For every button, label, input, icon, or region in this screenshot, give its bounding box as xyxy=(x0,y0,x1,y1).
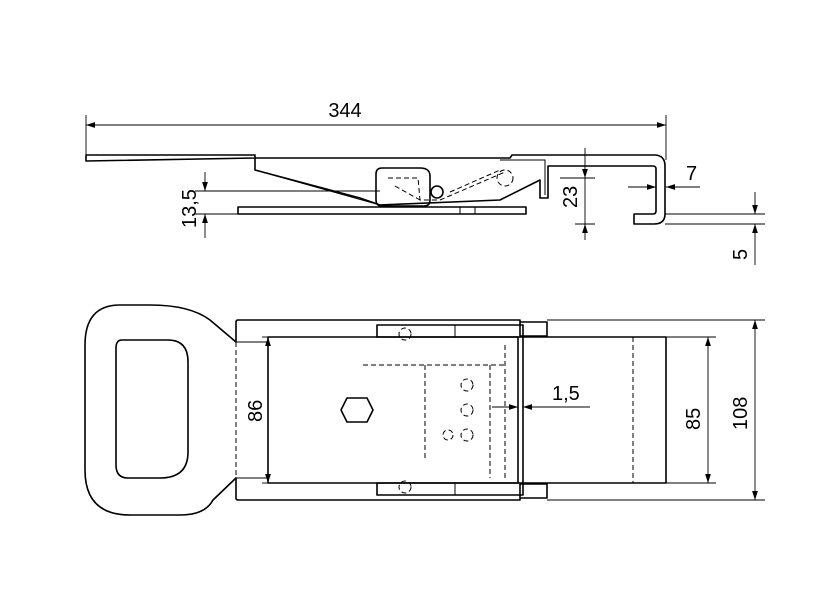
lever-plate xyxy=(267,336,519,484)
dim-overall-length: 344 xyxy=(328,100,361,122)
link-plate xyxy=(375,167,431,207)
hidden-rivet xyxy=(398,480,412,494)
hidden-hole xyxy=(460,428,474,442)
dim-clearance: 1,5 xyxy=(552,383,580,405)
lever-body-outline xyxy=(235,319,548,343)
keeper xyxy=(522,336,667,484)
lever-line xyxy=(254,169,381,206)
hidden-hole xyxy=(460,378,474,392)
base-plate xyxy=(237,206,527,215)
hidden-link xyxy=(388,169,506,201)
rail-top xyxy=(376,324,524,338)
dim-hook-gap: 7 xyxy=(686,163,697,185)
dim-base-height: 13,5 xyxy=(179,189,201,228)
hidden-hole xyxy=(442,429,454,441)
dim-overall-width: 108 xyxy=(730,397,752,430)
dim-keeper-width: 85 xyxy=(683,408,705,430)
rail-bottom xyxy=(376,482,524,496)
hidden-pivot xyxy=(496,169,514,187)
body-edge xyxy=(500,159,546,195)
hidden-rivet xyxy=(398,327,412,341)
hook-body xyxy=(254,154,666,225)
handle-loop xyxy=(84,304,237,516)
slot-hole xyxy=(340,397,374,423)
top-view xyxy=(84,304,667,516)
top-dimensions: 86 1,5 85 108 xyxy=(245,319,765,501)
handle-opening xyxy=(115,339,189,479)
dim-hook-thickness: 5 xyxy=(730,249,752,260)
hidden-hole xyxy=(460,403,474,417)
lever xyxy=(85,154,256,162)
hidden-mechanism xyxy=(363,345,506,480)
dim-latch-height: 23 xyxy=(560,186,582,208)
side-view xyxy=(85,154,666,225)
lever-body xyxy=(235,477,548,501)
side-dimensions: 344 7 23 13,5 5 xyxy=(85,100,765,265)
pivot-pin xyxy=(430,185,444,199)
dim-inner-width: 86 xyxy=(245,400,267,422)
